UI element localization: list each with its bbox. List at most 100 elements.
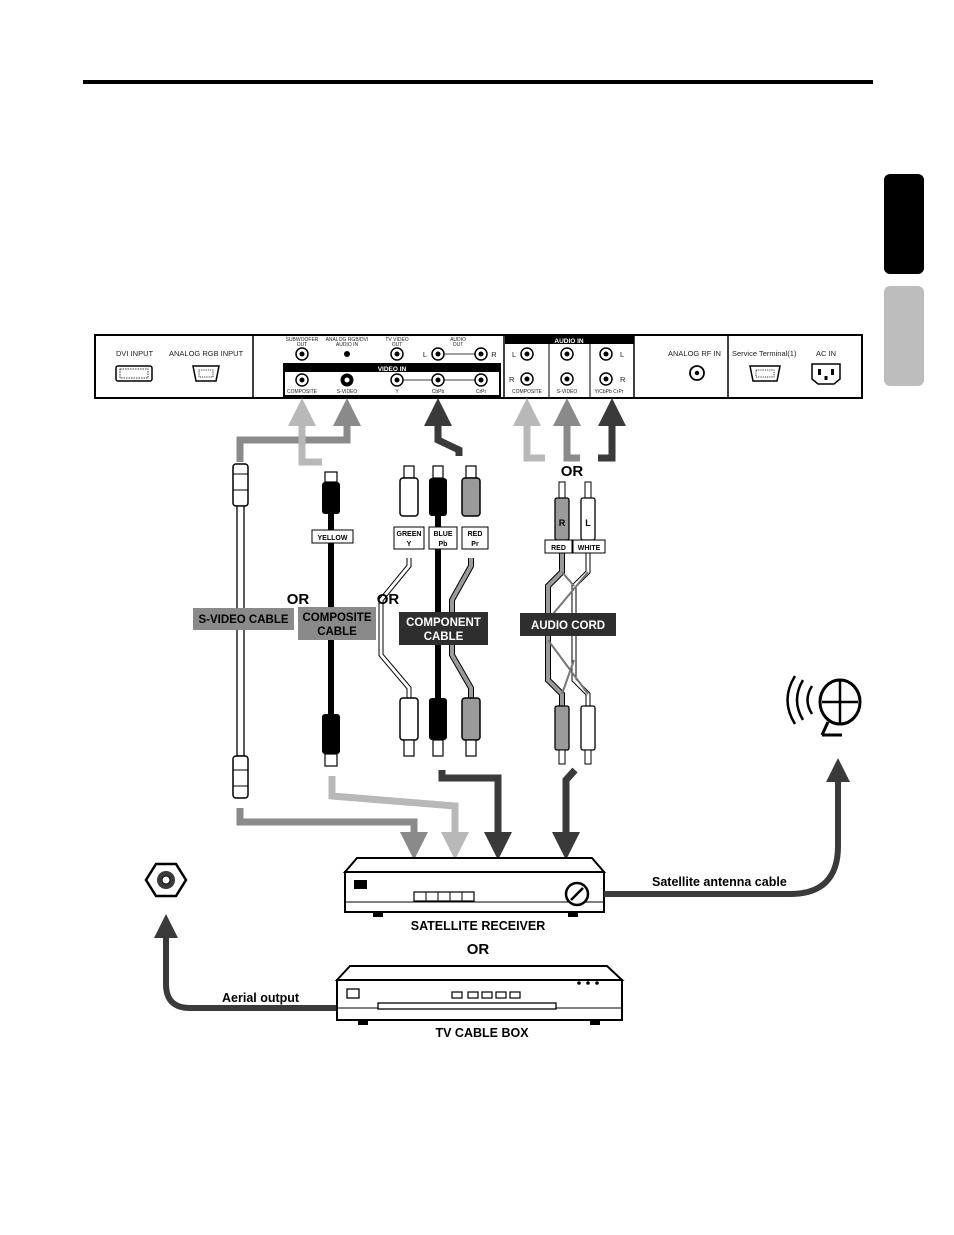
audio-in-component-label: Y/CbPb CrPr [595,389,624,395]
l-plug-tag: L [585,518,591,528]
audio-composite-arrow-up [513,398,545,462]
composite-jack [295,373,309,387]
header-rule [83,80,873,84]
s-video-arrow-up [236,398,361,462]
composite-cable-label-2: CABLE [317,626,357,638]
audio-out-l-jack [431,347,445,361]
or-label-composite: OR [377,591,400,608]
tv-cable-box-label: TV CABLE BOX [435,1026,529,1040]
s-video-cable [232,463,249,799]
green-tag-2: Y [407,541,412,548]
service-terminal-port [749,365,781,382]
composite-cable-box [298,607,376,640]
rf-in-port [689,365,705,381]
component-cable-blue [429,465,447,757]
audio-in-label: AUDIO IN [554,338,584,345]
composite-arrow-down [328,776,469,860]
green-tag-1: GREEN [397,531,422,538]
blue-tag-2: Pb [439,541,448,548]
rgb-audio-jack [344,351,350,357]
audio-cord-box [520,613,616,636]
audio-in-r-label-1: R [509,375,515,384]
audio-out-l-label: L [423,350,427,359]
audio-in-composite-r-jack [520,372,534,386]
s-video-cable-label: S-VIDEO CABLE [198,614,288,626]
composite-arrow-up [288,398,322,466]
cbpb-jack [431,373,445,387]
audio-in-component-l-jack [599,347,613,361]
component-arrow-down [438,770,512,860]
crpr-port-label: CrPr [476,389,487,395]
aerial-output-arrow [154,914,338,1011]
subwoofer-label-2: OUT [297,342,308,348]
aerial-output-label: Aerial output [222,991,300,1005]
component-cable-box [399,612,488,645]
audio-arrow-down [552,767,580,860]
audio-white-tag: WHITE [578,545,601,552]
audio-in-svideo-label: S-VIDEO [557,389,578,395]
audio-cord-label: AUDIO CORD [531,620,605,632]
s-video-cable-box [193,608,294,630]
subwoofer-label-1: SUBWOOFER [286,337,319,343]
rgb-audio-label-1: ANALOG RGB/DVI [326,337,369,343]
audio-in-l-label-2: L [620,350,624,359]
satellite-dish-icon [786,675,862,737]
satellite-antenna-cable-label: Satellite antenna cable [652,875,787,889]
service-terminal-label: Service Terminal(1) [732,349,797,358]
analog-rf-in-label: ANALOG RF IN [668,349,721,358]
rgb-audio-label-2: AUDIO IN [336,342,359,348]
video-in-label: VIDEO IN [378,366,407,373]
audio-out-r-label: R [491,350,497,359]
or-label-devices: OR [467,941,490,958]
tv-cable-box [334,965,625,1025]
blue-tag-1: BLUE [433,531,452,538]
ac-in-port [811,363,841,385]
dvi-input-label: DVI INPUT [116,349,154,358]
crpr-jack [474,373,488,387]
audio-in-component-r-jack [599,372,613,386]
tv-video-out-label-2: OUT [392,342,403,348]
audio-in-svideo-r-jack [560,372,574,386]
audio-out-label-1: AUDIO [450,337,466,343]
subwoofer-jack [295,347,309,361]
tv-video-out-label-1: TV VIDEO [385,337,408,343]
or-label-svideo: OR [287,591,310,608]
tv-back-panel: DVI INPUT ANALOG RGB INPUT SUBWOOFER OUT… [94,334,863,399]
y-port-label: Y [395,389,399,395]
s-video-port-label: S-VIDEO [337,389,358,395]
audio-in-svideo-l-jack [560,347,574,361]
red-tag-2: Pr [471,541,479,548]
component-cable-green [378,465,419,757]
satellite-receiver [342,857,607,917]
component-cable-red [449,465,481,757]
s-video-arrow-down [236,808,428,860]
yellow-tag: YELLOW [318,535,348,542]
s-video-jack [340,373,354,387]
dvi-port [115,365,153,382]
audio-in-composite-label: COMPOSITE [512,389,543,395]
tv-video-out-jack [390,347,404,361]
r-plug-tag: R [559,518,566,528]
component-cable-label-2: CABLE [424,631,464,643]
side-tab-dark [884,174,924,274]
or-label-audio: OR [561,463,584,480]
component-arrow-up [424,398,463,456]
audio-svideo-arrow-up [553,398,581,462]
y-jack [390,373,404,387]
ac-in-label: AC IN [816,349,836,358]
satellite-antenna-cable-arrow [604,758,850,897]
audio-red-tag: RED [551,545,566,552]
cbpb-port-label: CbPb [432,389,445,395]
side-tab-light [884,286,924,386]
audio-out-label-2: OUT [453,342,464,348]
composite-port-label: COMPOSITE [287,389,318,395]
red-tag-1: RED [468,531,483,538]
antenna-wall-jack-icon [144,862,188,898]
audio-in-composite-l-jack [520,347,534,361]
audio-component-arrow-up [598,398,626,462]
audio-in-l-label-1: L [512,350,516,359]
satellite-receiver-label: SATELLITE RECEIVER [411,919,546,933]
audio-out-r-jack [474,347,488,361]
composite-cable-label-1: COMPOSITE [302,612,371,624]
